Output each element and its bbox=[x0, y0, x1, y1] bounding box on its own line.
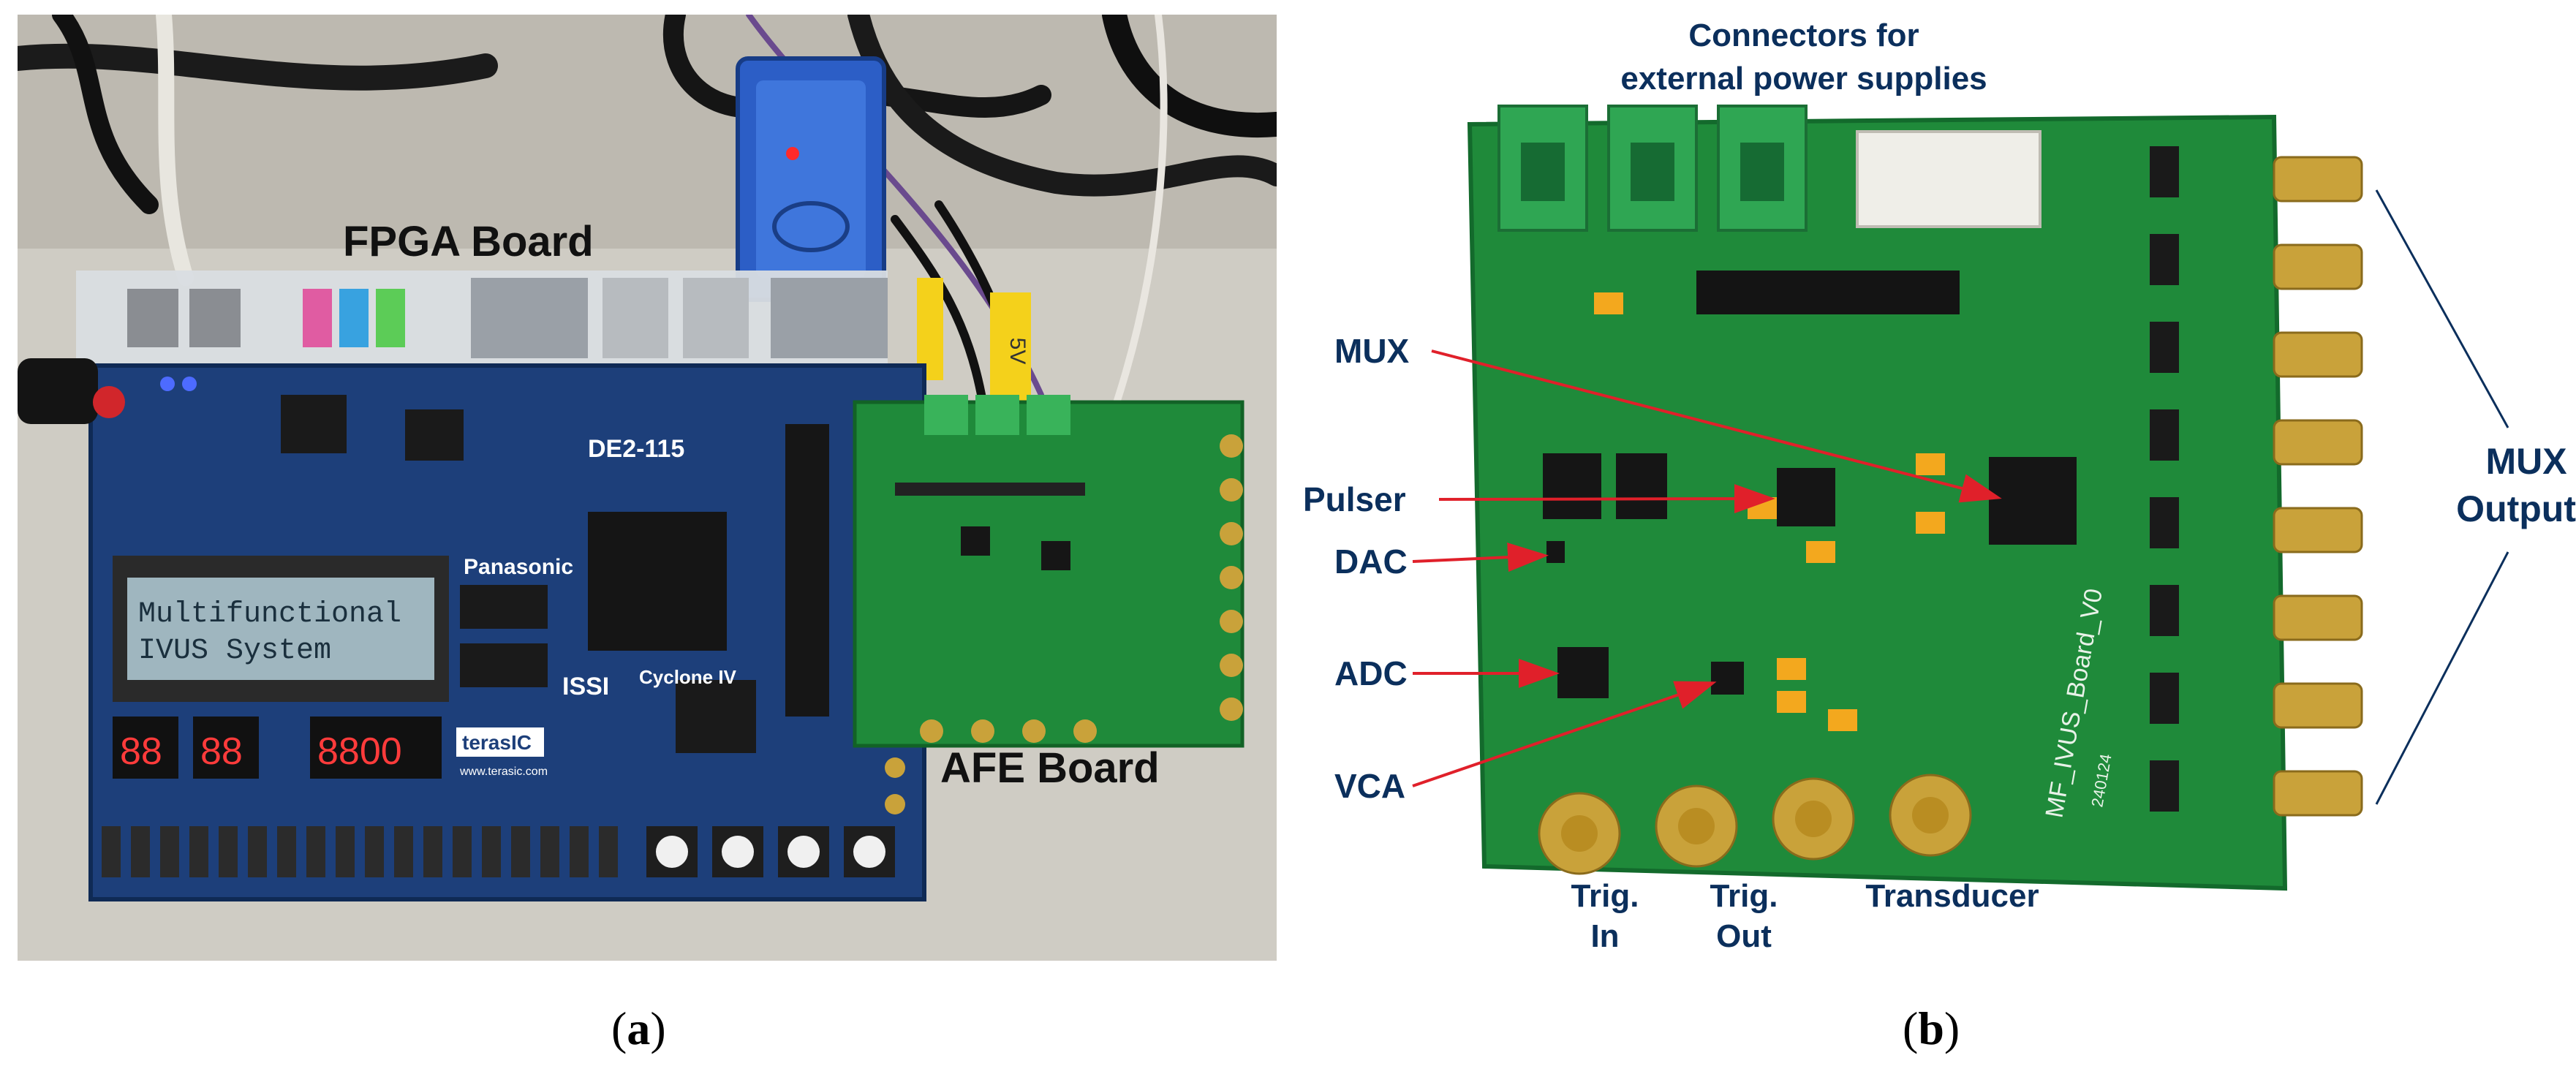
mux-ic bbox=[1989, 457, 2077, 545]
audio-jack-blue bbox=[339, 289, 369, 347]
pulser-ic bbox=[1777, 468, 1835, 526]
caption-b-letter: b bbox=[1918, 1002, 1944, 1054]
panel-a-photo: 5V Multifunctional IVUS System bbox=[5, 2, 1289, 961]
label-dac: DAC bbox=[1334, 542, 1408, 581]
lcd-screen bbox=[127, 578, 434, 680]
vca-ic bbox=[1711, 662, 1744, 695]
issi-text: ISSI bbox=[562, 673, 609, 700]
panel-b-annotated: MF_IVUS_Board_V0 240124 Connectors for e… bbox=[1302, 0, 2576, 965]
slide-switches bbox=[102, 826, 618, 877]
arrow-mux bbox=[1431, 349, 2002, 503]
label-adc: ADC bbox=[1334, 654, 1408, 692]
terasic-url-text: www.terasic.com bbox=[459, 765, 548, 778]
label-connectors-line1: Connectors for bbox=[1688, 18, 1919, 53]
afe-pcb: MF_IVUS_Board_V0 240124 bbox=[1467, 105, 2363, 891]
arrow-dac bbox=[1412, 542, 1549, 572]
push-buttons bbox=[646, 826, 895, 877]
audio-jack-green bbox=[376, 289, 405, 347]
cyclone-fpga-chip bbox=[588, 512, 727, 651]
caption-a: (a) bbox=[611, 1002, 666, 1056]
gpio-header bbox=[785, 424, 829, 717]
lcd-line-1: Multifunctional bbox=[138, 598, 401, 631]
seven-seg-3: 8800 bbox=[317, 730, 402, 773]
annotation-arrows bbox=[1412, 349, 2002, 787]
label-pulser: Pulser bbox=[1303, 480, 1406, 518]
fpga-board: Multifunctional IVUS System DE2-115 Pana… bbox=[18, 271, 926, 901]
label-vca: VCA bbox=[1334, 767, 1405, 805]
mux-output-sma-connectors bbox=[2273, 156, 2363, 817]
afe-board-small bbox=[853, 395, 1244, 814]
label-trig-in-line2: In bbox=[1590, 918, 1619, 954]
mux-outputs-bracket bbox=[2375, 189, 2509, 805]
caption-a-letter: a bbox=[627, 1002, 651, 1054]
tape-labels: 5V bbox=[917, 278, 1031, 402]
label-mux: MUX bbox=[1334, 332, 1410, 370]
caption-b: (b) bbox=[1903, 1002, 1960, 1056]
lcd-line-2: IVUS System bbox=[138, 635, 331, 668]
caption-b-close: ) bbox=[1944, 1002, 1960, 1054]
audio-jack-pink bbox=[303, 289, 332, 347]
label-trig-in-line1: Trig. bbox=[1571, 878, 1639, 914]
label-trig-out-line1: Trig. bbox=[1710, 878, 1778, 914]
seven-seg-1: 88 bbox=[120, 730, 162, 773]
adc-ic bbox=[1557, 647, 1609, 698]
cyclone-text: Cyclone IV bbox=[639, 666, 737, 688]
label-fpga-board: FPGA Board bbox=[343, 218, 594, 265]
fpga-afe-photo: 5V Multifunctional IVUS System bbox=[5, 2, 1289, 961]
terasic-logo-text: terasIC bbox=[462, 731, 532, 754]
pin-header bbox=[1696, 271, 1960, 314]
label-mux-outputs-line2: Outputs bbox=[2456, 488, 2576, 529]
caption-a-close: ) bbox=[650, 1002, 666, 1054]
label-afe-board: AFE Board bbox=[940, 744, 1160, 792]
seven-seg-2: 88 bbox=[200, 730, 243, 773]
usb-blaster bbox=[736, 56, 886, 302]
label-trig-out-line2: Out bbox=[1716, 918, 1772, 954]
caption-a-open: ( bbox=[611, 1002, 627, 1054]
arrow-vca bbox=[1412, 681, 1717, 787]
dac-ic bbox=[1546, 541, 1565, 563]
tape-label-text: 5V bbox=[1005, 338, 1030, 365]
label-mux-outputs-line1: MUX bbox=[2485, 441, 2566, 482]
label-transducer: Transducer bbox=[1865, 878, 2039, 914]
board-model-text: DE2-115 bbox=[588, 435, 684, 463]
afe-board-annotated: MF_IVUS_Board_V0 240124 Connectors for e… bbox=[1303, 18, 2576, 954]
panasonic-text: Panasonic bbox=[464, 555, 573, 579]
power-connectors bbox=[1497, 105, 2041, 232]
caption-b-open: ( bbox=[1903, 1002, 1919, 1054]
label-connectors-line2: external power supplies bbox=[1620, 61, 1987, 97]
